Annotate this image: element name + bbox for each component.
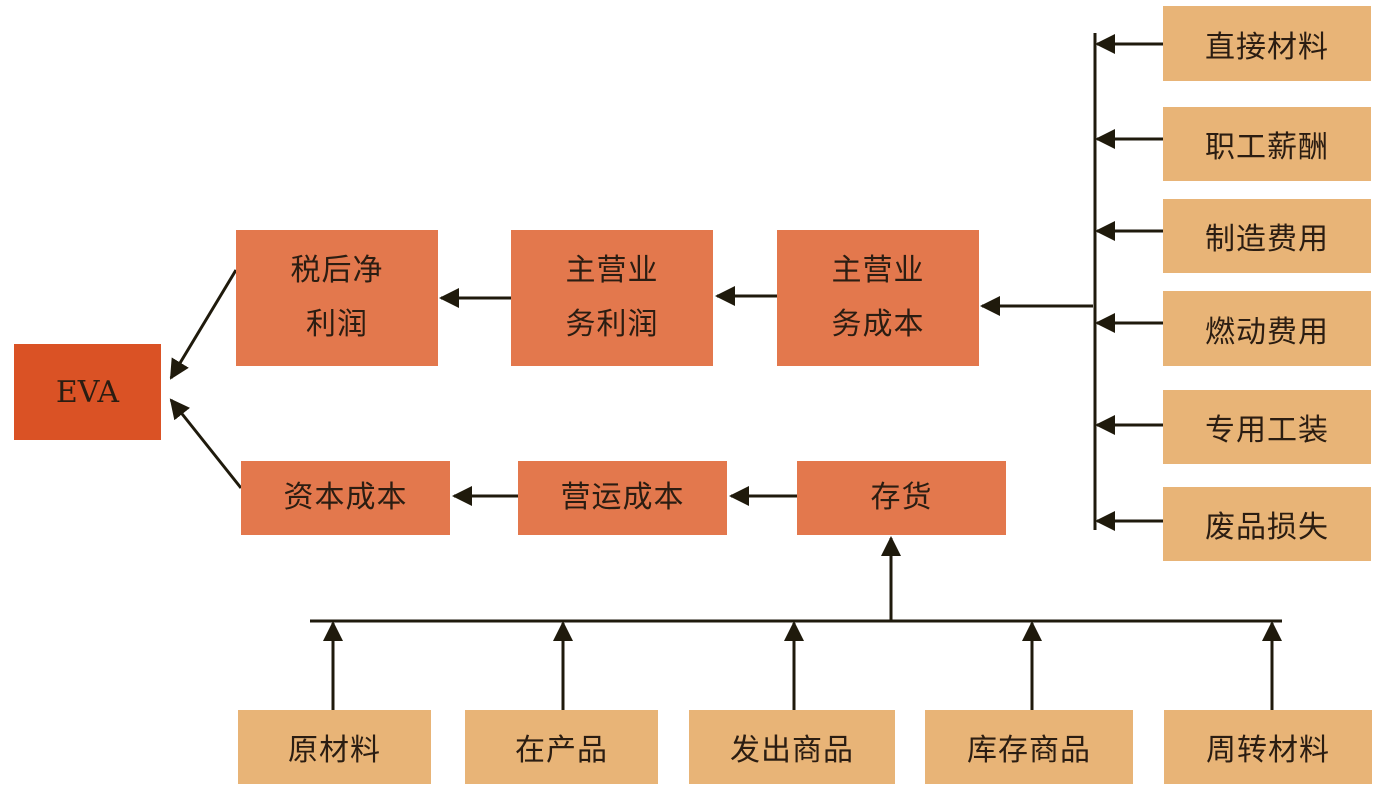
cost-item-scrap-loss: 废品损失 [1163,487,1371,561]
arrow-net-profit-to-eva [169,269,238,380]
inventory-node: 存货 [797,461,1006,535]
arrow-capital-cost-to-eva [169,398,243,489]
cost-item-employee-compensation: 职工薪酬 [1163,107,1371,181]
cost-item-fuel-power: 燃动费用 [1163,291,1371,366]
inventory-item-raw-materials: 原材料 [238,710,431,784]
eva-node: EVA [14,344,161,440]
cost-item-manufacturing-overhead: 制造费用 [1163,199,1371,273]
inventory-item-stock-goods: 库存商品 [925,710,1133,784]
operating-cost-node: 营运成本 [518,461,727,535]
net-profit-node: 税后净 利润 [236,230,438,366]
main-cost-node: 主营业 务成本 [777,230,979,366]
inventory-item-goods-shipped: 发出商品 [689,710,895,784]
cost-item-direct-materials: 直接材料 [1163,6,1371,81]
main-profit-node: 主营业 务利润 [511,230,713,366]
inventory-item-work-in-progress: 在产品 [465,710,658,784]
cost-item-special-tooling: 专用工装 [1163,390,1371,464]
inventory-item-revolving-materials: 周转材料 [1164,710,1372,784]
capital-cost-node: 资本成本 [241,461,450,535]
